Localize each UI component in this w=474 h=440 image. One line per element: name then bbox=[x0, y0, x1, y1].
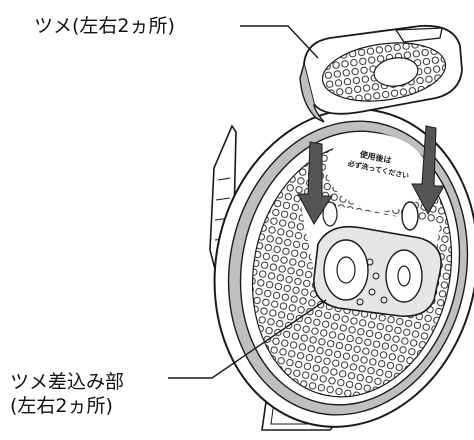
claw-callout-label: ツメ(左右2ヵ所) bbox=[34, 15, 175, 37]
leader-line-claw bbox=[240, 25, 319, 59]
insert-arrow-left bbox=[297, 141, 333, 225]
valve-insert-dots bbox=[356, 258, 388, 306]
valve-cap-window bbox=[373, 57, 419, 87]
claw-slot-label-line2: (左右2ヵ所) bbox=[10, 395, 113, 417]
notice-area bbox=[326, 133, 430, 211]
valve-cap-claw-top bbox=[394, 27, 443, 43]
claw-slot-label-line1: ツメ差込み部 bbox=[10, 371, 125, 393]
side-slot-right bbox=[401, 201, 419, 231]
valve-cap-side bbox=[299, 63, 325, 123]
claw-slot-callout-label: ツメ差込み部 (左右2ヵ所) bbox=[10, 370, 124, 418]
valve-left-boss-inner bbox=[336, 256, 356, 284]
leader-line-claw-slot bbox=[168, 299, 327, 379]
insert-arrow-right bbox=[411, 125, 445, 216]
valve-right-boss-inner bbox=[397, 265, 411, 287]
side-slot-left bbox=[322, 201, 338, 227]
